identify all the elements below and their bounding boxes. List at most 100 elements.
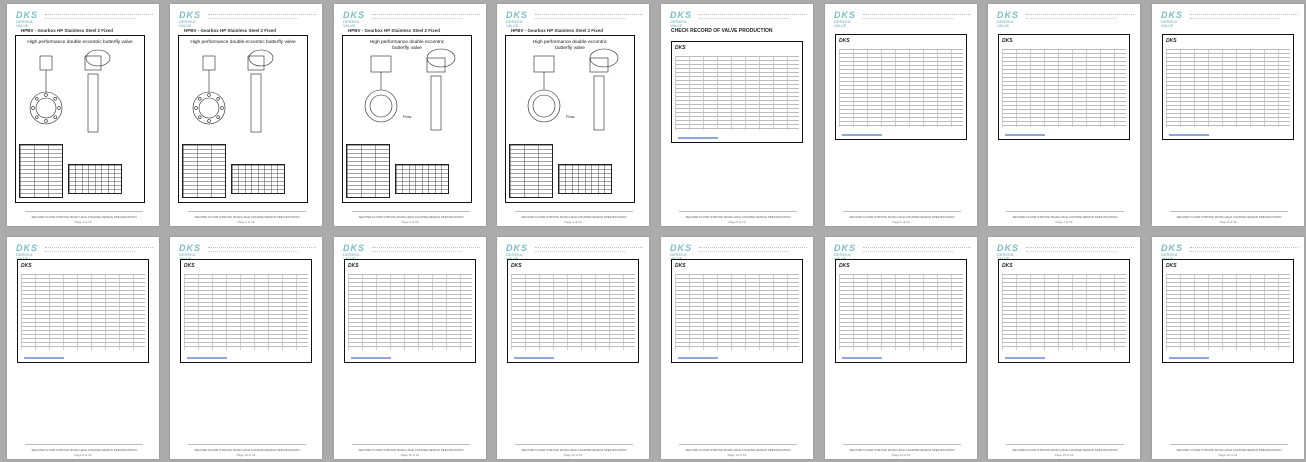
header-line bbox=[699, 251, 789, 253]
header-line bbox=[372, 247, 480, 249]
footer-line bbox=[25, 444, 143, 445]
page-caption: HPBV - Gearbox HP Stainless Steel 2 Fixe… bbox=[21, 28, 113, 33]
spec-table bbox=[558, 164, 612, 194]
logo-mark: DKS bbox=[506, 243, 529, 253]
logo-mark: DKS bbox=[834, 243, 857, 253]
footer-line bbox=[1170, 211, 1288, 212]
footer-text: SECOND FLOOR STRONG ROAD HIGH COURSE DES… bbox=[521, 448, 627, 452]
flow-label: Flow bbox=[566, 114, 575, 119]
header-line bbox=[45, 247, 153, 249]
logo-subtitle: DEREKA VALVE bbox=[670, 19, 687, 28]
drawing-frame: High performance double eccentric butter… bbox=[178, 35, 308, 203]
page-number: Page 1 of 16 bbox=[74, 220, 92, 224]
form-logo: DKS bbox=[348, 263, 359, 269]
footer-line bbox=[352, 211, 470, 212]
record-form: DKS bbox=[180, 259, 312, 363]
signature-mark bbox=[1169, 134, 1209, 136]
form-table bbox=[21, 274, 145, 350]
logo-subtitle: DEREKA VALVE bbox=[506, 19, 523, 28]
drawing-title-line2: butterfly valve bbox=[392, 46, 422, 51]
record-form: DKS bbox=[671, 41, 803, 143]
header-line bbox=[372, 14, 480, 16]
flow-label: Flow bbox=[403, 114, 412, 119]
signature-mark bbox=[514, 357, 554, 359]
record-form: DKS bbox=[17, 259, 149, 363]
dimension-table bbox=[182, 144, 226, 198]
header-line bbox=[208, 247, 316, 249]
page-caption: CHECK RECORD OF VALVE PRODUCTION bbox=[671, 28, 773, 34]
form-logo: DKS bbox=[839, 263, 850, 269]
footer-line bbox=[1006, 444, 1124, 445]
header-line bbox=[208, 14, 316, 16]
header-line bbox=[1026, 14, 1134, 16]
logo-subtitle: DEREKA VALVE bbox=[1161, 252, 1178, 261]
page-caption: HPBV - Gearbox HP Stainless Steel 2 Fixe… bbox=[184, 28, 276, 33]
logo-mark: DKS bbox=[834, 10, 857, 20]
header-line bbox=[45, 18, 135, 20]
drawing-title: High performance double eccentric bbox=[532, 40, 608, 45]
valve-drawing: Flow bbox=[527, 48, 619, 131]
valve-drawing bbox=[29, 49, 111, 133]
footer-line bbox=[843, 211, 961, 212]
form-logo: DKS bbox=[839, 38, 850, 44]
header-line bbox=[1190, 247, 1298, 249]
page-number: Page 16 of 16 bbox=[1218, 453, 1238, 457]
header-line bbox=[863, 251, 953, 253]
form-logo: DKS bbox=[675, 263, 686, 269]
logo-subtitle: DEREKA VALVE bbox=[343, 252, 360, 261]
form-logo: DKS bbox=[1166, 263, 1177, 269]
footer-text: SECOND FLOOR STRONG ROAD HIGH COURSE DES… bbox=[194, 448, 300, 452]
dimension-table bbox=[346, 144, 390, 198]
spec-table bbox=[68, 164, 122, 194]
header-line bbox=[208, 251, 298, 253]
page-caption: HPBV - Gearbox HP Stainless Steel 2 Fixe… bbox=[348, 28, 440, 33]
page-number: Page 2 of 16 bbox=[237, 220, 255, 224]
logo-subtitle: DEREKA VALVE bbox=[997, 19, 1014, 28]
header-line bbox=[863, 247, 971, 249]
header-line bbox=[699, 14, 807, 16]
signature-mark bbox=[187, 357, 227, 359]
header-line bbox=[45, 251, 135, 253]
logo-subtitle: DEREKA VALVE bbox=[506, 252, 523, 261]
header-line bbox=[1190, 14, 1298, 16]
logo-subtitle: DEREKA VALVE bbox=[16, 19, 33, 28]
page-number: Page 8 of 16 bbox=[1219, 220, 1237, 224]
logo-mark: DKS bbox=[997, 10, 1020, 20]
footer-line bbox=[843, 444, 961, 445]
form-table bbox=[511, 274, 635, 350]
drawing-title: High performance double eccentric butter… bbox=[27, 40, 133, 45]
record-form: DKS bbox=[998, 34, 1130, 140]
signature-mark bbox=[1005, 357, 1045, 359]
page-number: Page 3 of 16 bbox=[401, 220, 419, 224]
footer-line bbox=[515, 444, 633, 445]
page-number: Page 9 of 16 bbox=[74, 453, 92, 457]
footer-text: SECOND FLOOR STRONG ROAD HIGH COURSE DES… bbox=[358, 215, 464, 219]
header-line bbox=[535, 14, 643, 16]
header-line bbox=[535, 251, 625, 253]
page-number: Page 4 of 16 bbox=[564, 220, 582, 224]
page-number: Page 10 of 16 bbox=[236, 453, 256, 457]
